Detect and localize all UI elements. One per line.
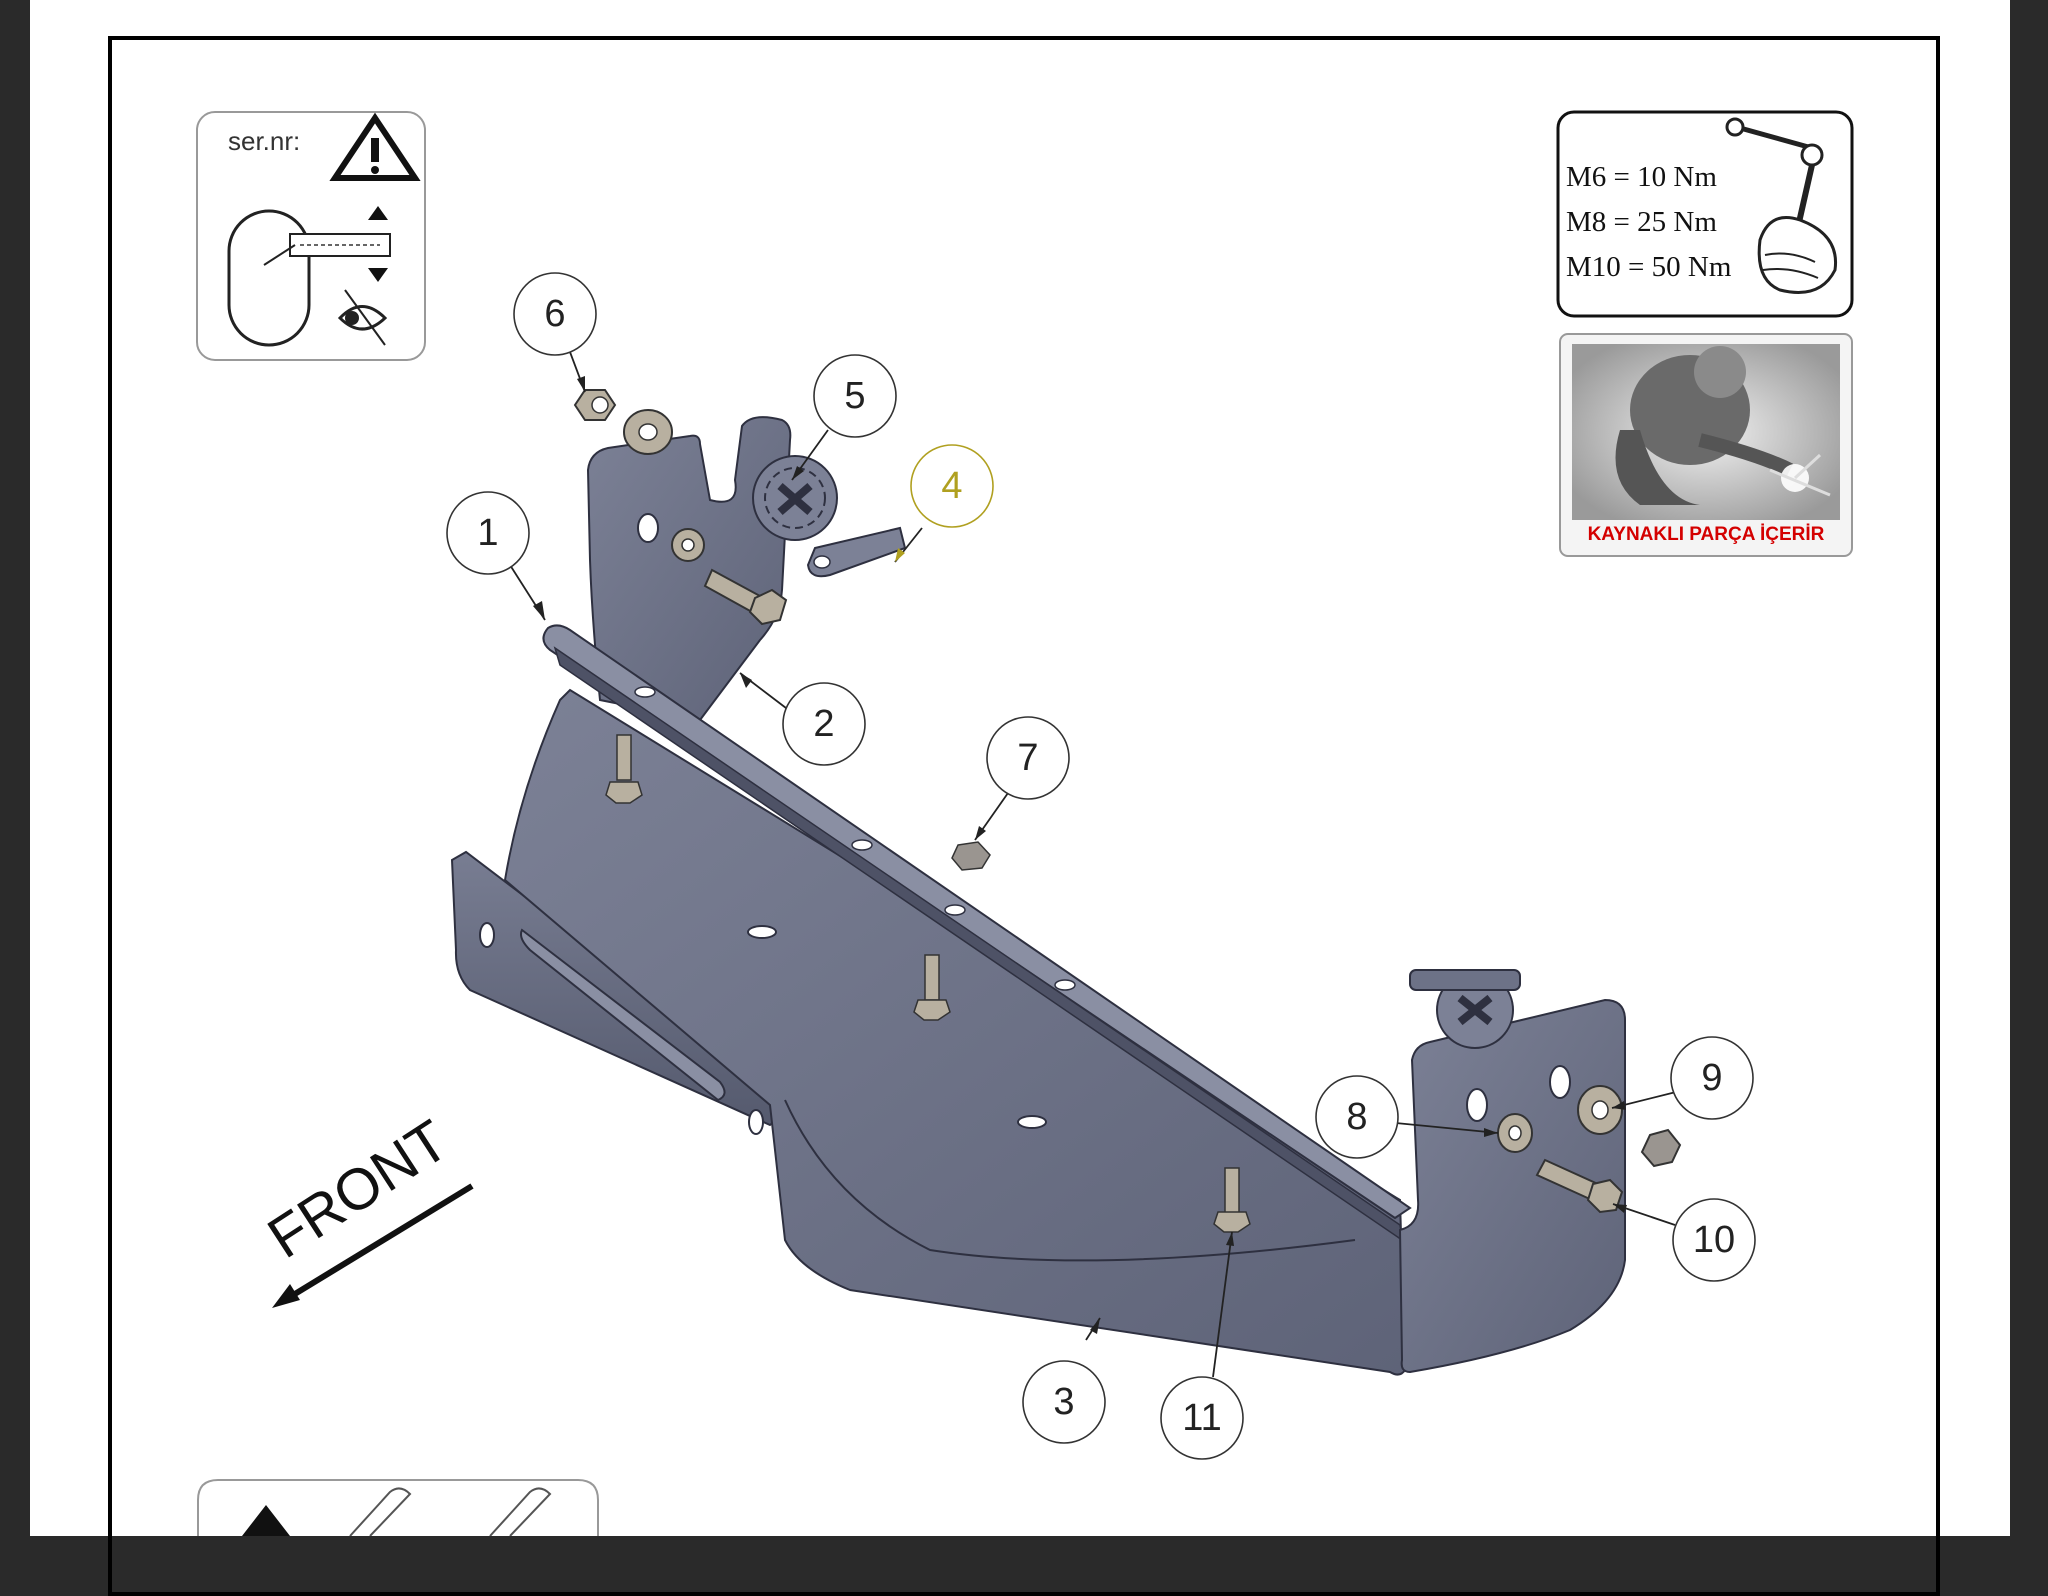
warning-triangle-icon [329,112,421,181]
shim-icon [489,1487,552,1536]
callout-5: 5 [813,354,897,438]
callout-8-number: 8 [1346,1096,1367,1138]
callout-3: 3 [1022,1360,1106,1444]
warning-triangle-icon [242,1505,290,1536]
right-bracket [1398,998,1626,1374]
torque-line-m6: M6 = 10 Nm [1566,161,1717,193]
welding-notice-box: KAYNAKLI PARÇA İÇERİR [1559,333,1853,557]
callout-1: 1 [446,491,530,575]
front-label: FRONT [257,1108,460,1271]
torque-wrench-icon [1725,117,1838,294]
callout-11-number: 11 [1182,1397,1221,1439]
callout-7-number: 7 [1017,737,1038,779]
washer-part-9 [1577,1085,1623,1135]
main-plate-part-3 [503,688,1407,1376]
skid-plate-assembly [450,389,1682,1376]
washer-mid [671,528,705,562]
torque-line-m8: M8 = 25 Nm [1566,206,1717,238]
nut-right [1640,1128,1682,1168]
callout-10: 10 [1672,1198,1756,1282]
serial-number-box: ser.nr: [196,111,426,361]
callout-6: 6 [513,272,597,356]
bolt-upper [703,568,788,626]
top-flange-part-1 [542,624,1412,1220]
bracket-part-2 [586,416,792,722]
callout-3-number: 3 [1053,1381,1074,1423]
callout-9: 9 [1670,1036,1754,1120]
callout-4: 4 [910,444,994,528]
welder-image [1615,346,1831,505]
leader-lines [509,351,1677,1378]
bolt-left [605,734,643,804]
eye-icon [337,289,388,346]
bottom-notice-box [197,1479,599,1536]
front-arrow-icon [283,1183,474,1303]
shim-icon [349,1487,412,1536]
nut-part-6 [573,389,617,421]
cam-washer-right [1409,969,1521,1049]
assembly-diagram: ser.nr: M6 = 10 Nm M8 = 25 Nm M10 = 50 N… [196,110,1854,1536]
serial-plate-icon [227,206,391,347]
bolt-part-11 [1213,1167,1251,1233]
cam-washer-part-5 [752,455,838,541]
callout-2: 2 [782,682,866,766]
callout-6-number: 6 [544,293,565,335]
nut-part-7 [951,841,991,871]
bolt-part-10 [1535,1158,1624,1214]
callout-5-number: 5 [844,375,865,417]
tab-part-4 [806,526,907,578]
welding-notice-label: KAYNAKLI PARÇA İÇERİR [1588,524,1825,545]
callout-11: 11 [1160,1376,1244,1460]
callout-2-number: 2 [813,703,834,745]
bolt-middle [913,954,951,1021]
callout-9-number: 9 [1701,1057,1722,1099]
torque-line-m10: M10 = 50 Nm [1566,251,1732,283]
callout-8: 8 [1315,1075,1399,1159]
callout-4-number: 4 [941,465,962,507]
serial-number-label: ser.nr: [228,126,300,156]
callout-7: 7 [986,716,1070,800]
washer-upper [623,409,673,455]
callout-1-number: 1 [477,512,498,554]
torque-spec-box: M6 = 10 Nm M8 = 25 Nm M10 = 50 Nm [1556,110,1854,318]
callout-10-number: 10 [1693,1219,1735,1261]
washer-part-8 [1497,1113,1533,1153]
front-indicator: FRONT [257,1108,474,1308]
